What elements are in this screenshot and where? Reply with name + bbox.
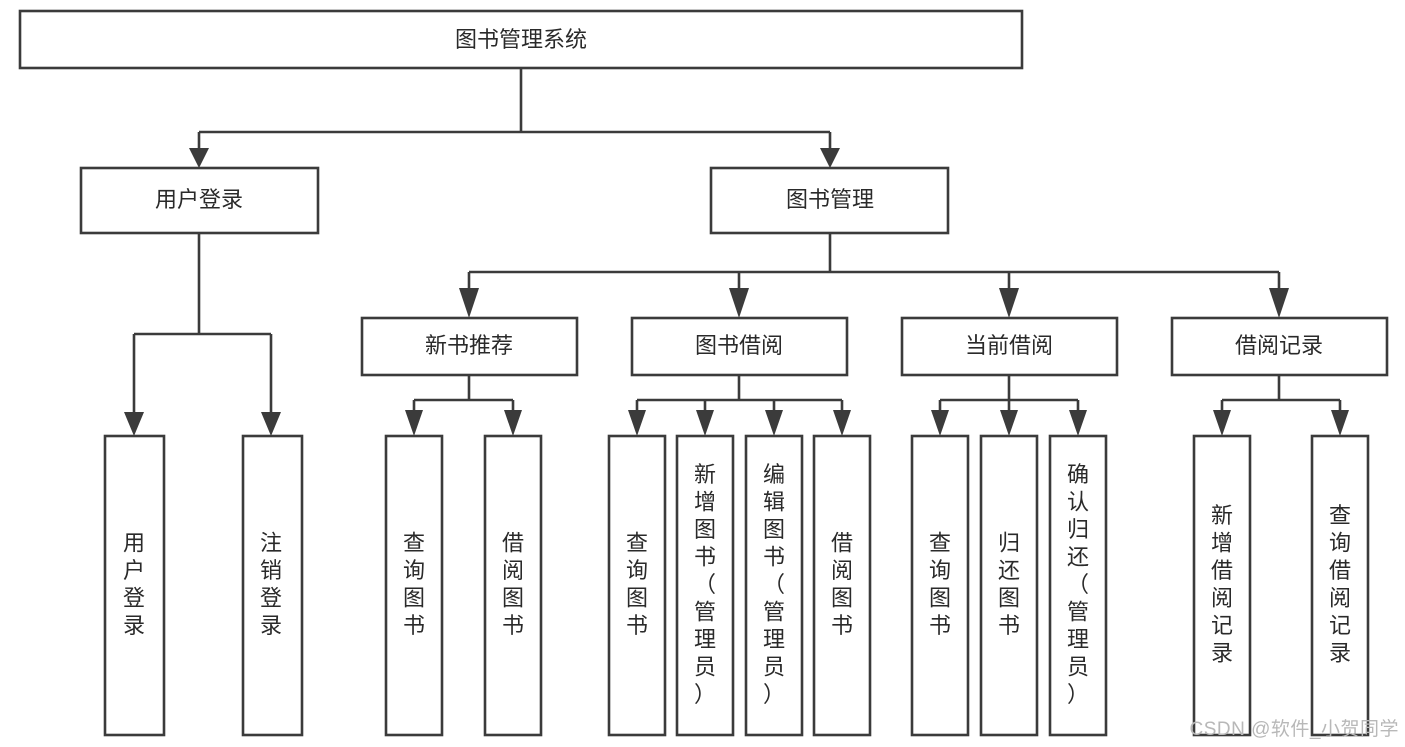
arrow-head-borrowrecord-leaf-2	[1331, 410, 1349, 436]
node-root-system-label: 图书管理系统	[455, 27, 587, 52]
node-current-borrow-label: 当前借阅	[965, 333, 1053, 358]
arrow-head-new-book	[459, 288, 479, 318]
leaf-new-book-borrow-label: 借阅图书	[502, 531, 524, 639]
arrow-head-borrow-record	[1269, 288, 1289, 318]
leaf-user-login-login[interactable]: 用户登录	[103, 434, 166, 737]
arrow-head-borrowrecord-leaf-1	[1213, 410, 1231, 436]
arrow-head-bookborrow-leaf-1	[628, 410, 646, 436]
arrow-head-user-login	[189, 148, 209, 168]
node-book-borrow-box	[630, 316, 849, 377]
node-user-login-label: 用户登录	[155, 187, 243, 212]
node-new-book-recommend-label: 新书推荐	[425, 333, 513, 358]
arrow-head-bookborrow-leaf-4	[833, 410, 851, 436]
leaf-borrow-record-query[interactable]: 查询借阅记录	[1310, 434, 1370, 737]
arrow-head-newbook-leaf-2	[504, 410, 522, 436]
arrow-head-current-borrow	[999, 288, 1019, 318]
leaf-book-borrow-add-label: 新增图书（管理员）	[694, 462, 716, 707]
leaf-borrow-record-add-box	[1192, 434, 1252, 737]
leaf-new-book-query-box	[384, 434, 444, 737]
leaf-current-borrow-query-label: 查询图书	[929, 531, 951, 639]
node-new-book-recommend-box	[360, 316, 579, 377]
leaf-user-login-logout-label: 注销登录	[260, 531, 282, 639]
node-new-book-recommend[interactable]: 新书推荐	[360, 316, 579, 377]
node-book-management-label: 图书管理	[786, 187, 874, 212]
arrow-head-leaf-user-login	[124, 412, 144, 436]
node-book-borrow-label: 图书借阅	[695, 333, 783, 358]
arrow-head-newbook-leaf-1	[405, 410, 423, 436]
leaf-book-borrow-borrow-label: 借阅图书	[831, 531, 853, 639]
arrow-head-book-borrow	[729, 288, 749, 318]
node-book-management-box	[709, 166, 950, 235]
leaf-user-login-login-box	[103, 434, 166, 737]
leaf-borrow-record-add[interactable]: 新增借阅记录	[1192, 434, 1252, 737]
leaf-book-borrow-query[interactable]: 查询图书	[607, 434, 667, 737]
node-root-system-box	[18, 9, 1024, 70]
leaf-current-borrow-query-box	[910, 434, 970, 737]
leaf-borrow-record-add-label: 新增借阅记录	[1211, 503, 1233, 666]
leaf-borrow-record-query-label: 查询借阅记录	[1329, 503, 1351, 666]
leaf-book-borrow-borrow-box	[812, 434, 872, 737]
node-current-borrow[interactable]: 当前借阅	[900, 316, 1119, 377]
node-root-system[interactable]: 图书管理系统	[18, 9, 1024, 70]
leaf-current-borrow-confirm-box	[1048, 434, 1108, 737]
leaf-current-borrow-confirm[interactable]: 确认归还（管理员）	[1048, 434, 1108, 737]
leaf-current-borrow-return-label: 归还图书	[998, 531, 1020, 639]
leaf-borrow-record-query-box	[1310, 434, 1370, 737]
csdn-watermark: CSDN @软件_小贺同学	[1189, 719, 1399, 740]
leaf-new-book-borrow-box	[483, 434, 543, 737]
arrow-head-leaf-logout	[261, 412, 281, 436]
node-borrow-record-box	[1170, 316, 1389, 377]
node-borrow-record[interactable]: 借阅记录	[1170, 316, 1389, 377]
leaf-book-borrow-query-box	[607, 434, 667, 737]
leaf-current-borrow-return[interactable]: 归还图书	[979, 434, 1039, 737]
arrow-head-book-manage	[820, 148, 840, 168]
leaf-book-borrow-add-box	[675, 434, 735, 737]
leaf-book-borrow-add[interactable]: 新增图书（管理员）	[675, 434, 735, 737]
leaf-book-borrow-edit-box	[744, 434, 804, 737]
node-book-borrow[interactable]: 图书借阅	[630, 316, 849, 377]
arrow-head-currentborrow-leaf-3	[1069, 410, 1087, 436]
leaf-book-borrow-edit-label: 编辑图书（管理员）	[763, 462, 785, 707]
node-borrow-record-label: 借阅记录	[1235, 333, 1323, 358]
connector-group	[124, 68, 1349, 436]
leaf-new-book-borrow[interactable]: 借阅图书	[483, 434, 543, 737]
arrow-head-currentborrow-leaf-1	[931, 410, 949, 436]
arrow-head-currentborrow-leaf-2	[1000, 410, 1018, 436]
node-user-login[interactable]: 用户登录	[79, 166, 320, 235]
leaf-user-login-logout[interactable]: 注销登录	[241, 434, 304, 737]
leaf-current-borrow-query[interactable]: 查询图书	[910, 434, 970, 737]
node-book-management[interactable]: 图书管理	[709, 166, 950, 235]
arrow-head-bookborrow-leaf-3	[765, 410, 783, 436]
arrow-head-bookborrow-leaf-2	[696, 410, 714, 436]
leaf-current-borrow-confirm-label: 确认归还（管理员）	[1067, 462, 1089, 707]
leaf-user-login-logout-box	[241, 434, 304, 737]
leaf-book-borrow-edit[interactable]: 编辑图书（管理员）	[744, 434, 804, 737]
leaf-new-book-query[interactable]: 查询图书	[384, 434, 444, 737]
leaf-new-book-query-label: 查询图书	[403, 531, 425, 639]
leaf-book-borrow-borrow[interactable]: 借阅图书	[812, 434, 872, 737]
node-user-login-box	[79, 166, 320, 235]
leaf-user-login-login-label: 用户登录	[123, 531, 145, 639]
node-current-borrow-box	[900, 316, 1119, 377]
leaf-current-borrow-return-box	[979, 434, 1039, 737]
leaf-book-borrow-query-label: 查询图书	[626, 531, 648, 639]
